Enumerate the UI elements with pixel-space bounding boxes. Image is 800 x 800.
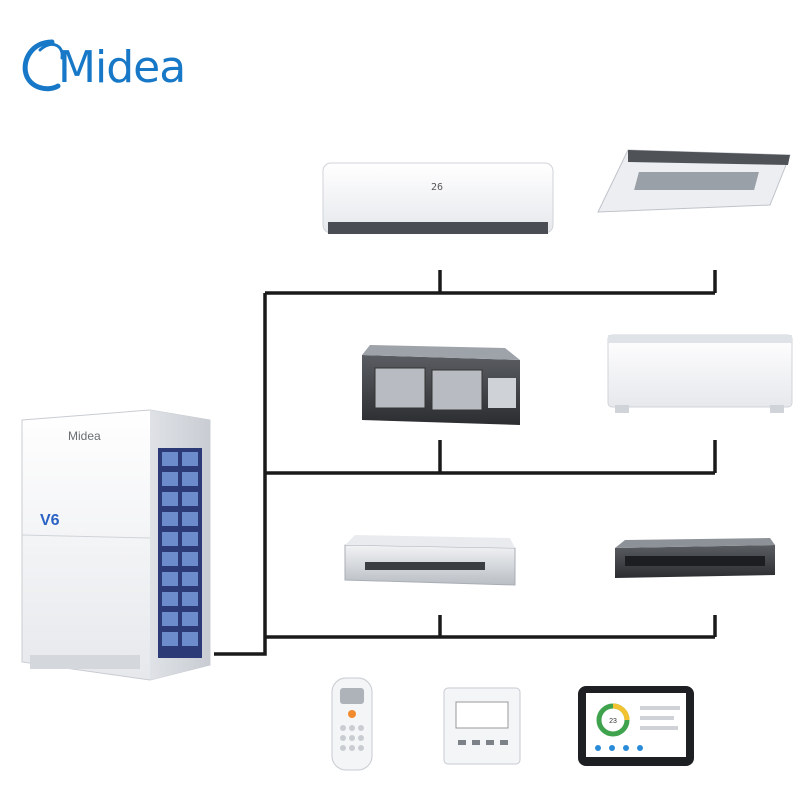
one-way-cassette-unit xyxy=(598,150,790,212)
wall-mounted-split-unit: 26 xyxy=(323,163,553,234)
remote-controller xyxy=(332,678,372,770)
touch-screen-value: 23 xyxy=(609,718,617,725)
high-static-duct-unit xyxy=(362,345,520,425)
outdoor-unit: Midea V6 xyxy=(22,410,210,680)
outdoor-unit-coil-grid xyxy=(158,448,202,658)
pipe-main-trunk xyxy=(214,293,265,654)
outdoor-unit-v6-badge: V6 xyxy=(40,512,60,529)
pipe-row-3 xyxy=(265,615,715,637)
slim-duct-dark-unit xyxy=(615,538,775,578)
outdoor-unit-brand-label: Midea xyxy=(68,429,101,443)
wired-controller xyxy=(444,688,520,764)
pipe-row-1 xyxy=(265,270,715,293)
floor-console-unit xyxy=(608,335,792,413)
pipe-lines xyxy=(214,270,715,654)
pipe-row-2 xyxy=(265,440,715,473)
touch-screen-controller: 23 xyxy=(578,686,694,766)
wall-unit-display: 26 xyxy=(431,182,443,193)
slim-duct-silver-unit xyxy=(345,535,515,585)
